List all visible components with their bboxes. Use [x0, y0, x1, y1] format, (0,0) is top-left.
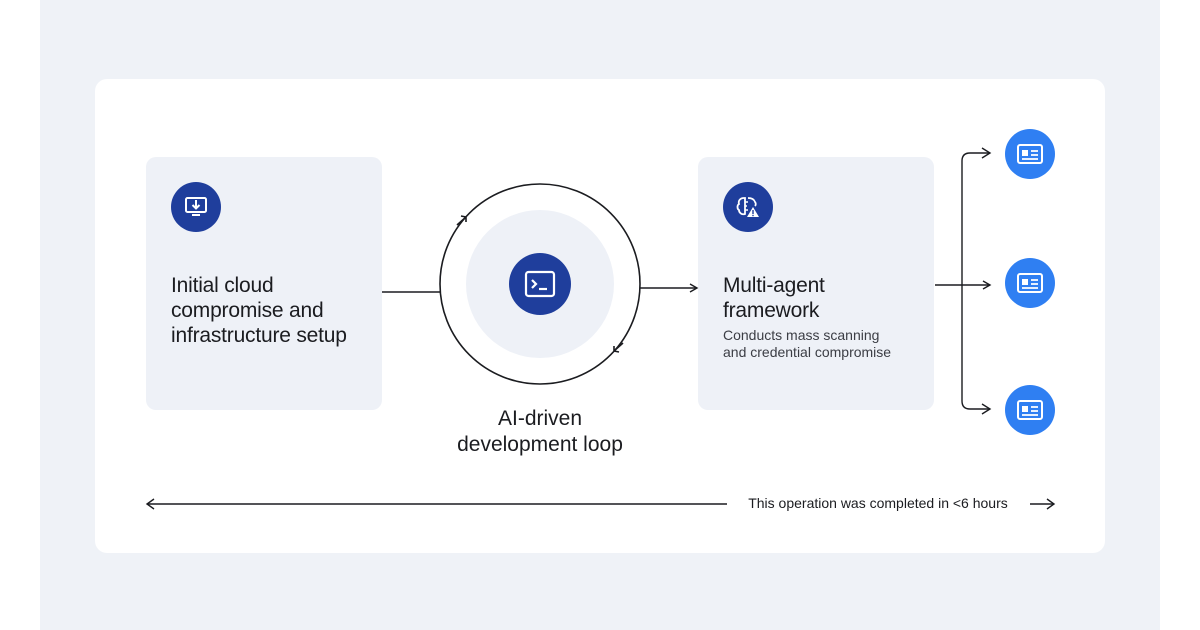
initial-title-line-1: Initial cloud — [171, 274, 274, 297]
brain-warning-icon — [723, 182, 773, 232]
arrowhead-target-1 — [981, 147, 992, 159]
initial-title-line-3: infrastructure setup — [171, 324, 347, 347]
loop-ring — [439, 183, 641, 385]
id-card-icon — [1005, 258, 1055, 308]
arrowhead-target-3 — [981, 403, 992, 415]
multi-sub-line-2: and credential compromise — [723, 344, 892, 360]
loop-arrow-top — [456, 215, 467, 226]
loop-arrow-bottom — [613, 342, 624, 353]
multi-agent-subtitle: Conducts mass scanning and credential co… — [723, 327, 891, 361]
timeline-arrow-left — [145, 498, 155, 510]
download-to-computer-icon — [171, 182, 221, 232]
id-card-icon — [1005, 129, 1055, 179]
loop-label-line-1: AI-driven — [497, 407, 583, 430]
timeline-arrow-right — [1046, 498, 1056, 510]
initial-compromise-title: Initial cloud compromise and infrastruct… — [171, 273, 347, 348]
loop-label: AI-driven development loop — [430, 406, 650, 458]
terminal-icon — [509, 253, 571, 315]
id-card-icon — [1005, 385, 1055, 435]
loop-label-line-2: development loop — [457, 433, 623, 456]
multi-sub-line-1: Conducts mass scanning — [723, 327, 880, 343]
branch-bracket — [961, 152, 990, 410]
multi-title-line-2: framework — [723, 299, 820, 322]
timeline-label: This operation was completed in <6 hours — [748, 495, 1008, 511]
initial-title-line-2: compromise and — [171, 299, 324, 322]
multi-agent-title: Multi-agent framework — [723, 273, 825, 323]
multi-title-line-1: Multi-agent — [723, 274, 825, 297]
